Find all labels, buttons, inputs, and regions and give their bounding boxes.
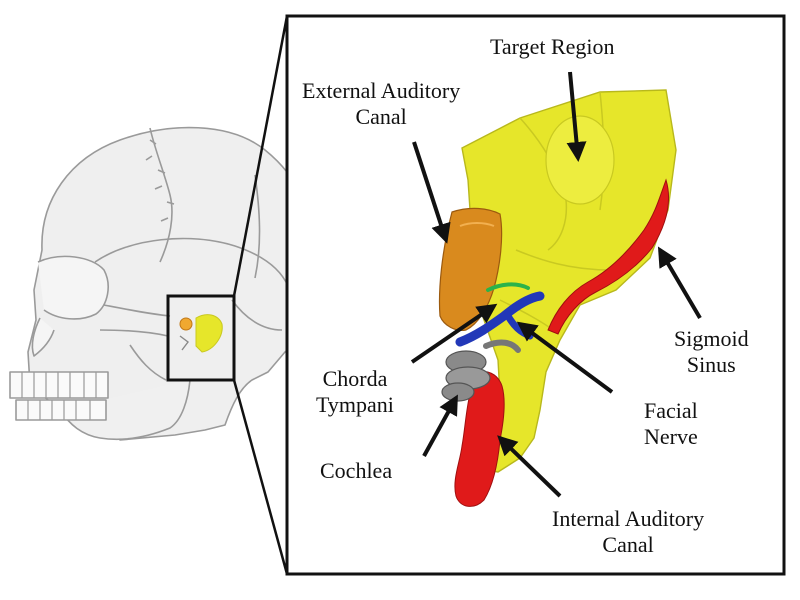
arrow-target-region — [566, 71, 587, 162]
label-target-region: Target Region — [490, 34, 615, 59]
skull-illustration — [9, 126, 321, 441]
label-sigmoid-sinus-line2: Sinus — [686, 352, 736, 377]
label-internal-auditory-canal-line2: Canal — [602, 532, 654, 557]
cochlea-shape — [441, 339, 521, 402]
label-internal-auditory-canal: Internal Auditory Canal — [552, 506, 704, 558]
label-chorda-tympani-line1: Chorda — [322, 366, 388, 391]
sigmoid-sinus-shape — [547, 178, 670, 335]
label-external-auditory-canal: External Auditory Canal — [302, 78, 460, 130]
label-facial-nerve: Facial Nerve — [644, 398, 698, 450]
label-sigmoid-sinus-line1: Sigmoid — [674, 326, 749, 351]
arrow-internal-auditory-canal — [497, 435, 562, 498]
skull-inset-structures — [179, 314, 223, 353]
zoom-line-top — [232, 15, 289, 297]
arrow-facial-nerve — [516, 321, 614, 394]
label-external-auditory-canal-line2: Canal — [355, 104, 407, 129]
arrow-external-auditory-canal — [412, 141, 451, 244]
arrow-sigmoid-sinus — [657, 246, 702, 320]
label-internal-auditory-canal-line1: Internal Auditory — [552, 506, 705, 531]
internal-auditory-canal-shape — [454, 371, 505, 507]
label-facial-nerve-line2: Nerve — [644, 424, 698, 449]
arrow-cochlea — [422, 394, 458, 457]
label-sigmoid-sinus: Sigmoid Sinus — [674, 326, 749, 378]
skull-inset-box — [166, 294, 236, 382]
label-chorda-tympani: Chorda Tympani — [316, 366, 394, 418]
label-facial-nerve-line1: Facial — [644, 398, 698, 423]
label-external-auditory-canal-line1: External Auditory — [302, 78, 461, 103]
arrow-chorda-tympani — [410, 303, 498, 364]
label-chorda-tympani-line2: Tympani — [316, 392, 394, 417]
zoom-line-bottom — [232, 379, 289, 575]
label-cochlea: Cochlea — [320, 458, 393, 483]
chorda-tympani-shape — [486, 282, 530, 292]
